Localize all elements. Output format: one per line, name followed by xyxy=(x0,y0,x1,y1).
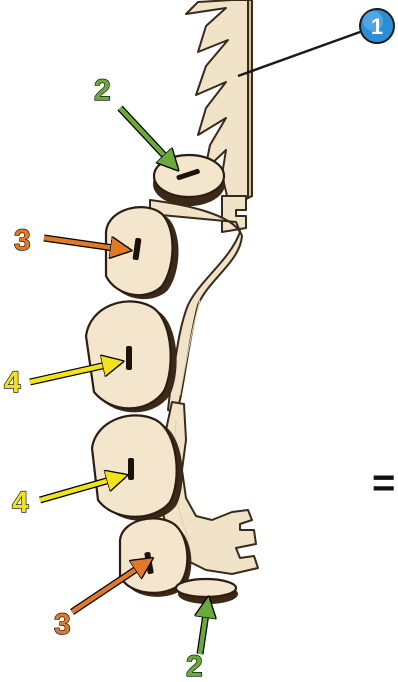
callout-2-bottom-label: 2 xyxy=(186,650,203,682)
disc-part-2-top xyxy=(153,155,225,206)
slot-icon xyxy=(128,458,134,480)
callout-1-leader xyxy=(238,32,360,76)
equals-sign: = xyxy=(372,461,395,505)
disc-part-4-bottom xyxy=(92,415,183,520)
callout-1-label: 1 xyxy=(371,14,383,39)
callout-4-bottom-label: 4 xyxy=(12,486,29,519)
arrow-2-top-fill xyxy=(120,108,176,168)
callout-1-badge: 1 xyxy=(360,9,394,43)
disc-part-4-top xyxy=(86,301,177,412)
slot-icon xyxy=(126,346,132,370)
callout-3-top-label: 3 xyxy=(14,224,31,257)
disc-part-3-top xyxy=(106,207,179,299)
callout-3-bottom-label: 3 xyxy=(54,608,71,641)
callout-2-top-label: 2 xyxy=(94,74,111,107)
callout-4-top-label: 4 xyxy=(4,366,21,399)
